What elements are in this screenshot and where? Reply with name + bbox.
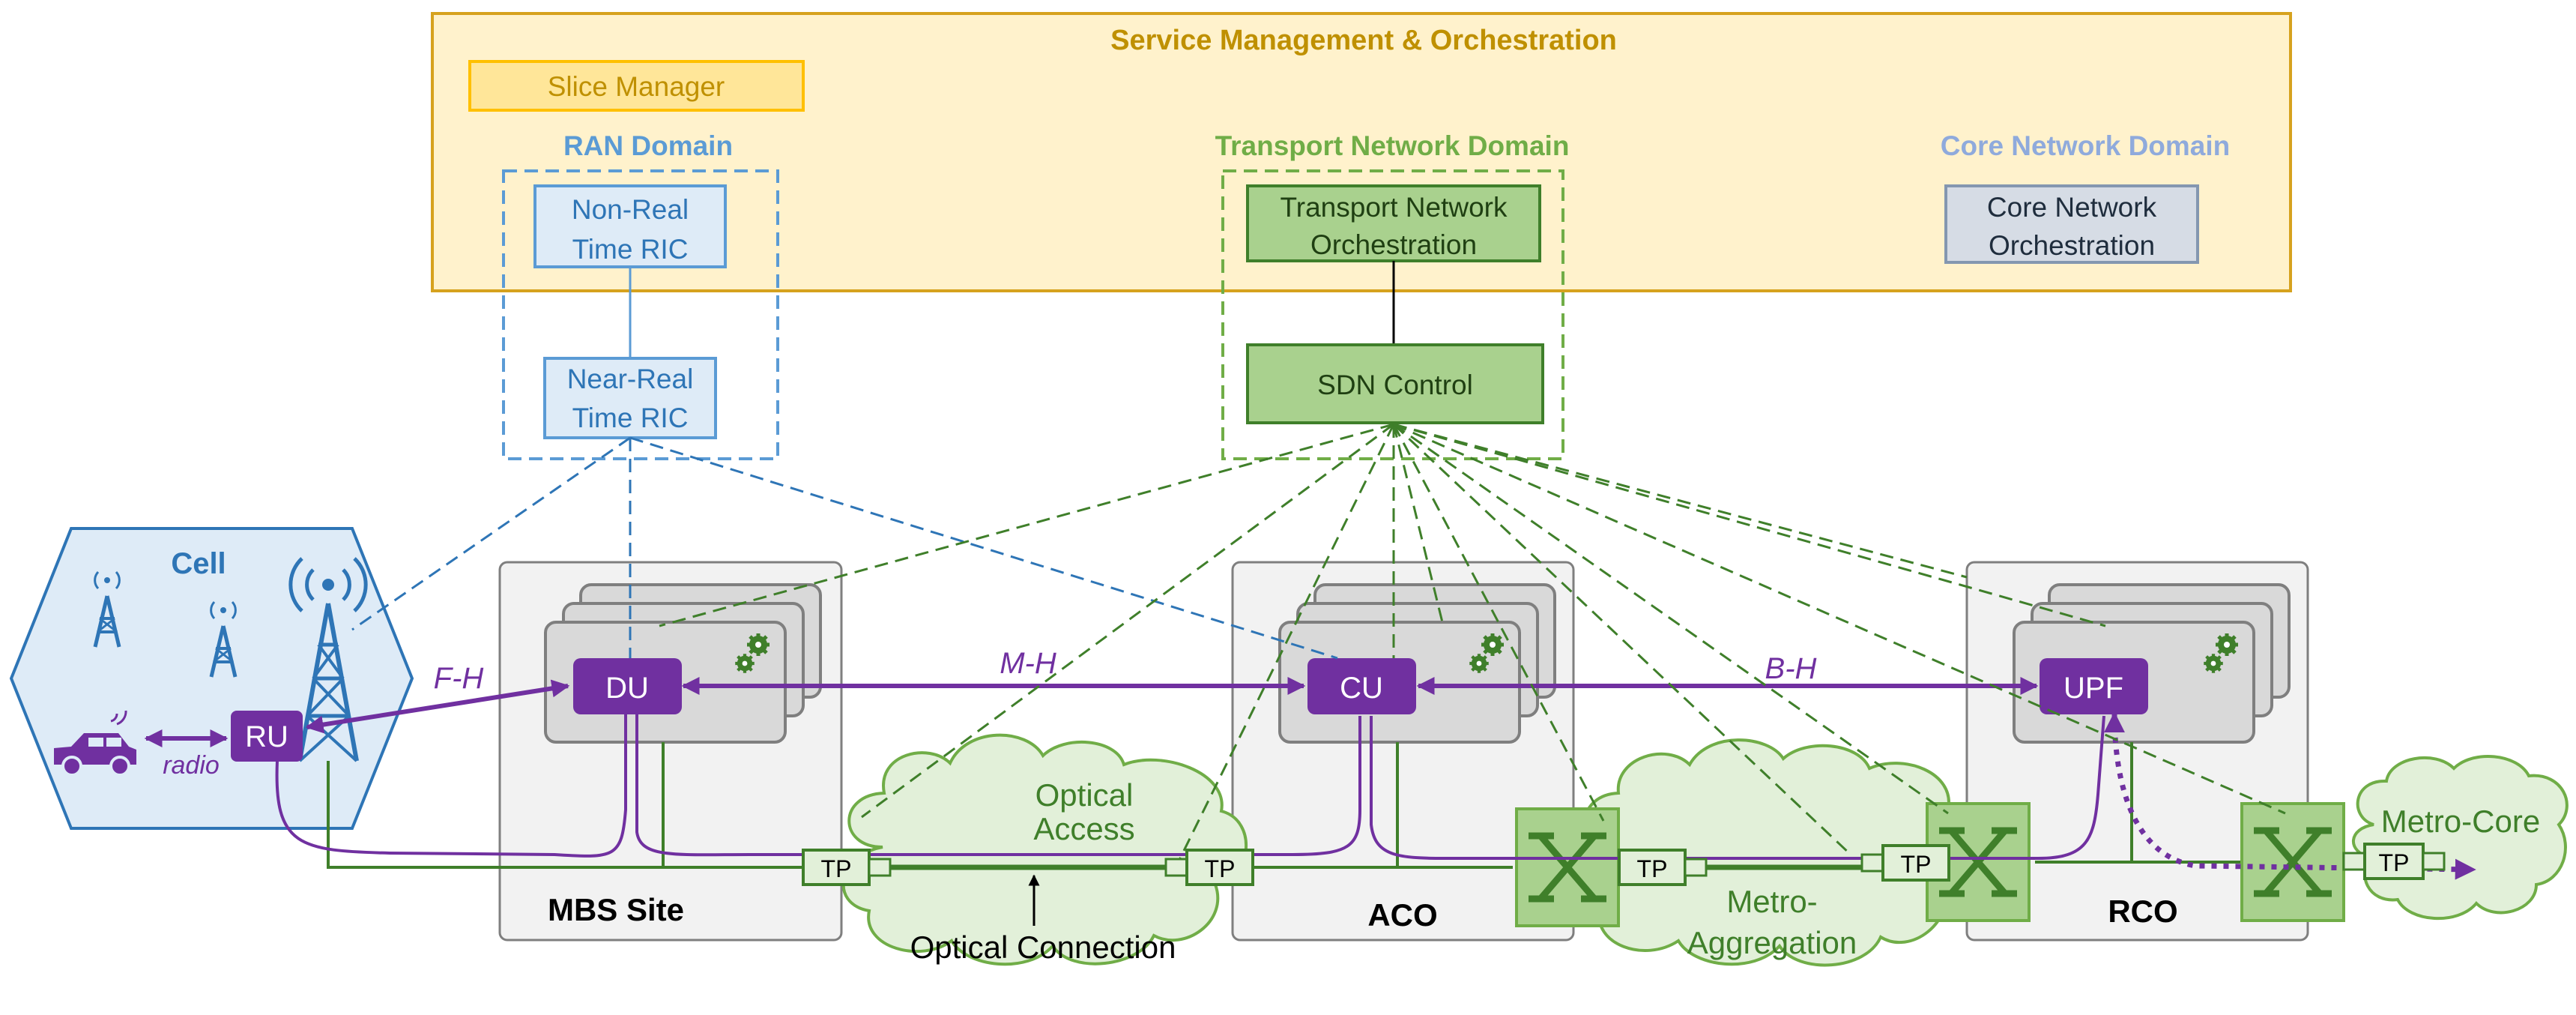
- ran-domain-frame: [502, 169, 779, 460]
- switch-icon-aco: [1517, 809, 1618, 926]
- tp-aco-access[interactable]: TP: [1164, 849, 1254, 886]
- du-box[interactable]: [573, 658, 682, 714]
- optical-connection-label: Optical Connection: [910, 930, 1176, 965]
- metro-aggregation-label-2: Aggregation: [1687, 925, 1857, 960]
- sdn-control-label: SDN Control: [1317, 370, 1473, 400]
- slice-manager-box[interactable]: [468, 60, 805, 112]
- near-rt-ric-label-1: Near-Real: [567, 364, 694, 394]
- cn-orchestration-box[interactable]: [1944, 184, 2199, 264]
- tp-rco[interactable]: TP: [1860, 844, 1950, 882]
- fh-link: [305, 679, 570, 734]
- upf-box[interactable]: [2040, 658, 2148, 714]
- near-rt-ric-label-2: Time RIC: [572, 403, 689, 433]
- sdn-control-box[interactable]: [1246, 343, 1544, 424]
- rco-label: RCO: [2108, 894, 2177, 929]
- non-rt-ric-label-2: Time RIC: [572, 234, 689, 265]
- tn-orchestration-label-1: Transport Network: [1281, 192, 1508, 223]
- ru-box[interactable]: [231, 711, 303, 762]
- tp-rco-label: TP: [1901, 851, 1932, 878]
- metro-aggregation-label-1: Metro-: [1726, 884, 1817, 919]
- upf-label: UPF: [2063, 672, 2123, 705]
- mh-label: M-H: [1000, 647, 1056, 680]
- ran-domain-label: RAN Domain: [563, 130, 733, 161]
- aco-label: ACO: [1367, 897, 1437, 933]
- mbs-site-label: MBS Site: [548, 892, 684, 927]
- fh-label: F-H: [434, 662, 484, 695]
- tp-metro-core[interactable]: TP: [2342, 843, 2446, 880]
- metro-core-label: Metro-Core: [2381, 804, 2540, 839]
- near-rt-ric-box[interactable]: [543, 357, 717, 439]
- cu-label: CU: [1340, 672, 1383, 705]
- car-icon: [54, 710, 136, 777]
- tp-mbs[interactable]: TP: [802, 849, 892, 886]
- du-label: DU: [605, 672, 649, 705]
- bh-label: B-H: [1765, 652, 1817, 685]
- cn-orchestration-label-1: Core Network: [1987, 192, 2157, 223]
- optical-access-label-1: Optical: [1035, 777, 1134, 813]
- tp-aco-access-label: TP: [1205, 855, 1236, 882]
- tp-mbs-label: TP: [821, 855, 852, 882]
- transport-domain-label: Transport Network Domain: [1215, 130, 1570, 161]
- cell-label: Cell: [171, 547, 226, 580]
- tp-aco-metro[interactable]: TP: [1618, 849, 1708, 886]
- non-rt-ric-label-1: Non-Real: [572, 194, 689, 225]
- radio-label: radio: [163, 751, 220, 780]
- ran-control-links: [351, 436, 1338, 660]
- slice-manager-label: Slice Manager: [548, 71, 725, 102]
- tn-orchestration-label-2: Orchestration: [1310, 229, 1477, 260]
- cn-orchestration-label-2: Orchestration: [1989, 230, 2155, 261]
- optical-access-label-2: Access: [1033, 811, 1134, 846]
- core-domain-label: Core Network Domain: [1941, 130, 2231, 161]
- tp-metro-core-label: TP: [2379, 849, 2410, 876]
- user-plane-paths: [275, 712, 2105, 860]
- sdn-control-links: [659, 423, 2286, 859]
- switch-icon-metro-core: [2242, 804, 2344, 921]
- ru-label: RU: [245, 720, 288, 753]
- cu-box[interactable]: [1307, 658, 1416, 714]
- smo-title: Service Management & Orchestration: [1110, 25, 1617, 56]
- tp-aco-metro-label: TP: [1637, 855, 1668, 882]
